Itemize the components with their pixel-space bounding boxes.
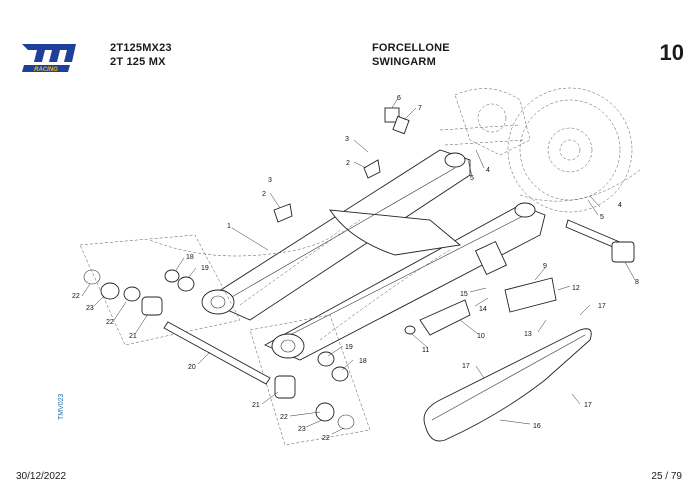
guide-bolt [404, 325, 416, 335]
hose-clip-lower [273, 203, 293, 223]
callout-14: 14 [479, 306, 487, 313]
callout-5: 5 [600, 214, 604, 221]
pivot-hardware-left [83, 269, 195, 316]
chain-guide-block [419, 299, 471, 336]
pivot-shaft [163, 321, 271, 385]
callout-21: 21 [252, 402, 260, 409]
swingarm-body [201, 149, 546, 361]
model-code: 2T125MX23 [110, 42, 172, 54]
callout-4: 4 [618, 202, 622, 209]
callout-19: 19 [201, 265, 209, 272]
chain-slider [423, 328, 592, 442]
callout-13: 13 [524, 331, 532, 338]
callout-22: 22 [72, 293, 80, 300]
footer-date: 30/12/2022 [16, 471, 67, 482]
section-number: 10 [659, 40, 684, 65]
callout-11: 11 [422, 347, 429, 354]
callout-17: 17 [462, 363, 470, 370]
chain-guide-bracket [504, 277, 557, 313]
callout-15: 15 [460, 291, 468, 298]
catalog-side-code: TMV023 [58, 393, 65, 420]
callout-12: 12 [572, 285, 580, 292]
callout-6: 6 [397, 95, 401, 102]
callout-18: 18 [359, 358, 367, 365]
callout-5: 5 [470, 175, 474, 182]
callout-17: 17 [598, 303, 606, 310]
callout-9: 9 [543, 263, 547, 270]
logo-subtext: RACING [34, 67, 58, 73]
tm-racing-logo: RACING [22, 44, 76, 73]
callout-23: 23 [86, 305, 94, 312]
callout-2: 2 [346, 160, 350, 167]
section-title-italian: FORCELLONE [372, 42, 450, 54]
model-name: 2T 125 MX [110, 56, 166, 68]
callout-19: 19 [345, 344, 353, 351]
callout-16: 16 [533, 423, 541, 430]
callout-4: 4 [486, 167, 490, 174]
footer-page-counter: 25 / 79 [651, 471, 682, 482]
callout-20: 20 [188, 364, 196, 371]
callout-numbers: 1 2 2 3 3 4 4 5 5 6 7 8 9 10 11 12 13 14… [72, 95, 639, 442]
brake-hose [149, 229, 341, 257]
callout-17: 17 [584, 402, 592, 409]
callout-7: 7 [418, 105, 422, 112]
callout-21: 21 [129, 333, 137, 340]
hose-clip-upper [363, 159, 381, 179]
callout-18: 18 [186, 254, 194, 261]
callout-10: 10 [477, 333, 485, 340]
pivot-guide-box-left [79, 234, 241, 346]
callout-3: 3 [345, 136, 349, 143]
callout-3: 3 [268, 177, 272, 184]
rear-sprocket-ghost [439, 87, 641, 213]
callout-23: 23 [298, 426, 306, 433]
callout-8: 8 [635, 279, 639, 286]
section-title-english: SWINGARM [372, 56, 436, 68]
callout-2: 2 [262, 191, 266, 198]
callout-22: 22 [280, 414, 288, 421]
callout-1: 1 [227, 223, 231, 230]
plate [392, 115, 410, 135]
callout-22: 22 [322, 435, 330, 442]
pivot-hardware-right [274, 351, 355, 430]
axle-block [611, 241, 635, 263]
callout-leaders [81, 97, 636, 435]
callout-22: 22 [106, 319, 114, 326]
